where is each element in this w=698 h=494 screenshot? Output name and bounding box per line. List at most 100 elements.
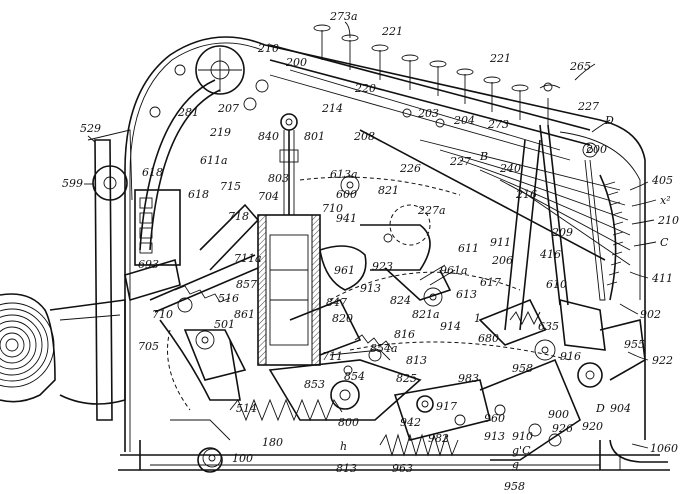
label-861: 861 (234, 308, 255, 321)
label-813-low: 813 (336, 462, 357, 475)
label-600: 600 (336, 188, 357, 201)
label-226: 226 (399, 162, 421, 175)
label-221-top: 221 (381, 25, 403, 38)
label-210-right: 210 (657, 214, 679, 227)
label-816: 816 (394, 328, 415, 341)
rack-gear (599, 174, 624, 301)
label-913: 913 (360, 282, 381, 295)
label-801: 801 (304, 130, 325, 143)
key-stems (321, 30, 549, 128)
label-847: 847 (326, 296, 347, 309)
label-D-lower: D (595, 402, 605, 415)
label-613: 613 (456, 288, 477, 301)
label-208: 208 (353, 130, 375, 143)
label-914: 914 (440, 320, 461, 333)
label-610: 610 (546, 278, 567, 291)
label-958-low: 958 (504, 480, 525, 493)
label-920: 920 (582, 420, 603, 433)
label-916: 916 (560, 350, 581, 363)
lower-mechanism (268, 224, 646, 461)
central-cylinder (257, 113, 321, 366)
label-416: 416 (539, 248, 561, 261)
label-941: 941 (336, 212, 357, 225)
diagonal-links (359, 124, 631, 331)
label-1: 1 (474, 312, 481, 325)
label-501: 501 (214, 318, 235, 331)
dashed-paths (167, 176, 571, 411)
label-955: 955 (624, 338, 645, 351)
label-B: B (479, 150, 488, 163)
label-C: C (660, 236, 669, 249)
label-209: 209 (551, 226, 573, 239)
label-693: 693 (138, 258, 159, 271)
label-910: 910 (512, 430, 533, 443)
label-854: 854 (344, 370, 365, 383)
label-411: 411 (651, 272, 673, 285)
label-618-upper: 618 (142, 166, 163, 179)
label-207: 207 (217, 102, 239, 115)
label-216: 216 (515, 188, 537, 201)
pivot-points (243, 79, 553, 426)
label-704: 704 (258, 190, 279, 203)
label-617: 617 (480, 276, 501, 289)
label-900: 900 (548, 408, 569, 421)
label-960: 960 (484, 412, 505, 425)
label-273: 273 (487, 118, 509, 131)
label-221-right: 221 (489, 52, 511, 65)
label-926: 926 (552, 422, 573, 435)
label-405: 405 (651, 174, 673, 187)
label-922: 922 (652, 354, 673, 367)
hand-crank (0, 293, 126, 405)
label-711: 711 (322, 350, 343, 363)
crank-spiral-wheel (0, 302, 55, 388)
label-857: 857 (236, 278, 257, 291)
label-220: 220 (354, 82, 376, 95)
label-618-lower: 618 (188, 188, 209, 201)
label-715: 715 (220, 180, 241, 193)
label-718: 718 (228, 210, 249, 223)
label-635: 635 (538, 320, 559, 333)
label-1060: 1060 (650, 442, 678, 455)
label-904: 904 (610, 402, 631, 415)
label-902: 902 (640, 308, 661, 321)
label-206: 206 (491, 254, 513, 267)
label-240: 240 (499, 162, 521, 175)
label-599: 599 (62, 177, 83, 190)
callout-labels: 273a 221 221 210 200 265 227 D 220 214 2… (62, 10, 679, 493)
label-854a: 854a (370, 342, 398, 355)
label-821: 821 (378, 184, 399, 197)
label-514: 514 (236, 402, 257, 415)
label-711a: 711a (234, 252, 262, 265)
label-705: 705 (138, 340, 159, 353)
label-180: 180 (262, 436, 283, 449)
label-710-upper: 710 (322, 202, 343, 215)
label-825: 825 (396, 372, 417, 385)
label-gC: g'C (512, 444, 531, 457)
label-824: 824 (390, 294, 411, 307)
spring-180 (229, 398, 343, 422)
label-210-top: 210 (257, 42, 279, 55)
label-203: 203 (417, 107, 439, 120)
label-803: 803 (268, 172, 289, 185)
label-942: 942 (400, 416, 421, 429)
left-lever-column (87, 129, 181, 421)
label-529: 529 (80, 122, 101, 135)
label-680: 680 (478, 332, 499, 345)
label-227-top: 227 (577, 100, 599, 113)
label-813-mid: 813 (406, 354, 427, 367)
label-611a: 611a (200, 154, 228, 167)
label-h: h (340, 440, 347, 453)
label-800: 800 (338, 416, 359, 429)
base-plate (139, 440, 601, 470)
label-983: 983 (458, 372, 479, 385)
label-516: 516 (218, 292, 239, 305)
label-982: 982 (428, 432, 449, 445)
label-227a: 227a (417, 204, 446, 217)
label-g: g (512, 458, 519, 471)
label-204: 204 (453, 114, 475, 127)
label-961a: 961a (440, 264, 468, 277)
label-281: 281 (177, 106, 199, 119)
label-273a: 273a (329, 10, 358, 23)
label-265: 265 (569, 60, 591, 73)
